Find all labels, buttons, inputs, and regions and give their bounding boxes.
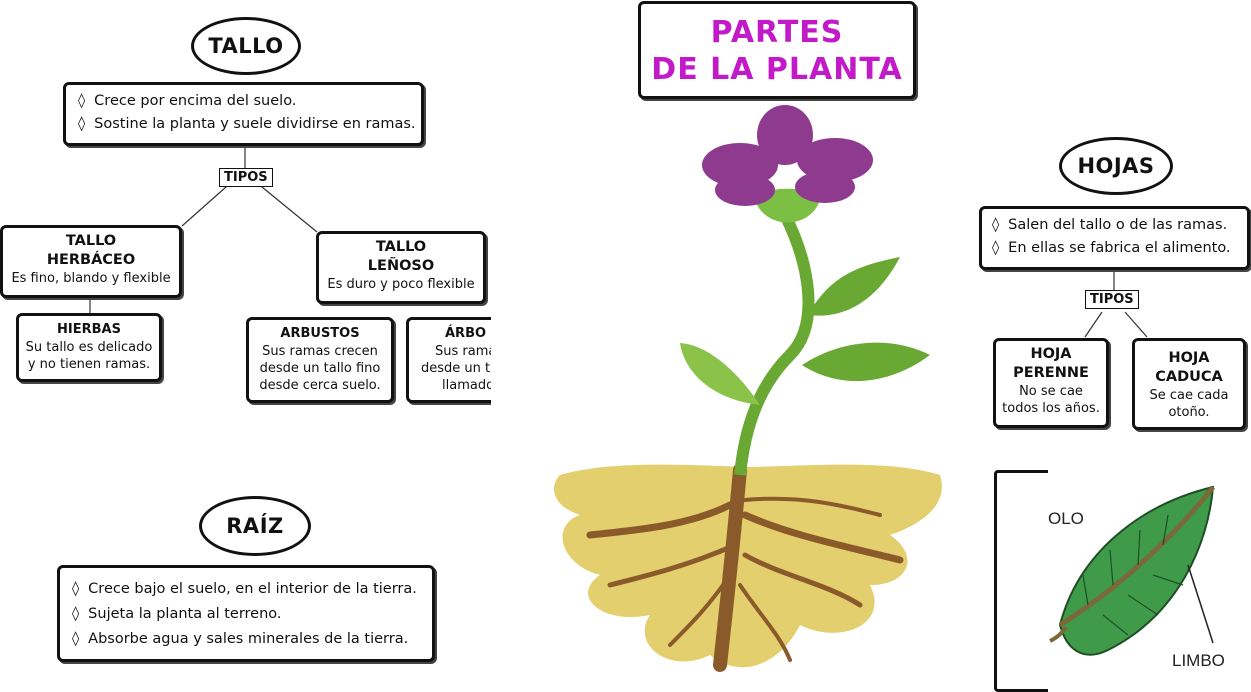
arboles-desc-2: desde un t [421,361,491,376]
page-title: PARTES DE LA PLANTA [638,1,916,99]
leaf-label-petiole: OLO [1048,509,1084,528]
raiz-item: Crece bajo el suelo, en el interior de l… [72,577,420,602]
hojas-item: En ellas se fabrica el alimento. [992,237,1235,260]
arboles-clip: ÁRBO Sus rama desde un t llamado [406,315,491,410]
roots [586,463,904,672]
arbustos-desc-2: desde un tallo fino [259,361,381,376]
plant-illustration [554,105,942,672]
perenne-title-1: HOJA [1030,346,1072,362]
arboles-desc-1: Sus rama [435,344,491,359]
hojas-item: Salen del tallo o de las ramas. [992,214,1235,237]
arboles-box: ÁRBO Sus rama desde un t llamado [406,317,491,403]
tallo-tipos-label: TIPOS [219,168,273,187]
arbustos-desc-3: desde cerca suelo. [259,378,381,393]
raiz-description-box: Crece bajo el suelo, en el interior de l… [57,565,435,662]
arbustos-box: ARBUSTOS Sus ramas crecen desde un tallo… [246,317,394,403]
raiz-item: Sujeta la planta al terreno. [72,602,420,627]
hierbas-box: HIERBAS Su tallo es delicado y no tienen… [16,313,162,382]
perenne-desc-1: No se cae [1019,384,1083,399]
herbaceo-title-2: HERBÁCEO [46,252,136,268]
perenne-title-2: PERENNE [1013,365,1089,381]
hierbas-title: HIERBAS [57,322,121,337]
arbustos-desc-1: Sus ramas crecen [262,344,378,359]
leaf-illustration [1049,485,1215,656]
tallo-description-box: Crece por encima del suelo. Sostine la p… [63,82,424,146]
lenoso-desc: Es duro y poco flexible [327,277,475,292]
lenoso-title-1: TALLO [375,239,427,255]
hierbas-desc-1: Su tallo es delicado [25,340,153,355]
leaf-right-lower [802,342,930,382]
lenoso-title-2: LEÑOSO [367,258,435,274]
arboles-title: ÁRBO [445,326,487,341]
raiz-item: Absorbe agua y sales minerales de la tie… [72,627,420,652]
leaf-label-blade: LIMBO [1172,651,1225,670]
leaf-left [680,343,760,405]
perenne-desc-2: todos los años. [1002,401,1100,416]
tallo-item: Sostine la planta y suele dividirse en r… [78,113,415,136]
caduca-title-2: CADUCA [1155,369,1223,385]
tallo-herbaceo-box: TALLO HERBÁCEO Es fino, blando y flexibl… [0,225,182,298]
title-line-1: PARTES [710,15,844,50]
herbaceo-desc: Es fino, blando y flexible [11,271,171,286]
hojas-description-box: Salen del tallo o de las ramas. En ellas… [979,206,1250,270]
title-line-2: DE LA PLANTA [651,52,903,87]
tallo-item: Crece por encima del suelo. [78,90,409,113]
tallo-heading: TALLO [191,17,301,75]
stem [734,212,815,476]
caduca-title-1: HOJA [1168,350,1210,366]
caduca-desc-2: otoño. [1168,405,1210,420]
hoja-perenne-box: HOJA PERENNE No se cae todos los años. [993,338,1109,428]
caduca-desc-1: Se cae cada [1149,388,1229,403]
leaf-diagram: OLO LIMBO [1048,465,1251,692]
hoja-caduca-box: HOJA CADUCA Se cae cada otoño. [1132,338,1246,430]
tallo-lenoso-box: TALLO LEÑOSO Es duro y poco flexible [316,231,486,304]
flower-petals [702,105,873,206]
hojas-tipos-label: TIPOS [1085,290,1139,309]
soil-shape [554,464,942,668]
herbaceo-title-1: TALLO [65,233,117,249]
raiz-heading: RAÍZ [199,496,311,556]
leaf-right-upper [808,257,900,316]
arboles-desc-3: llamado [442,378,491,393]
arbustos-title: ARBUSTOS [280,326,360,341]
hojas-heading: HOJAS [1059,137,1173,195]
hierbas-desc-2: y no tienen ramas. [27,357,151,372]
